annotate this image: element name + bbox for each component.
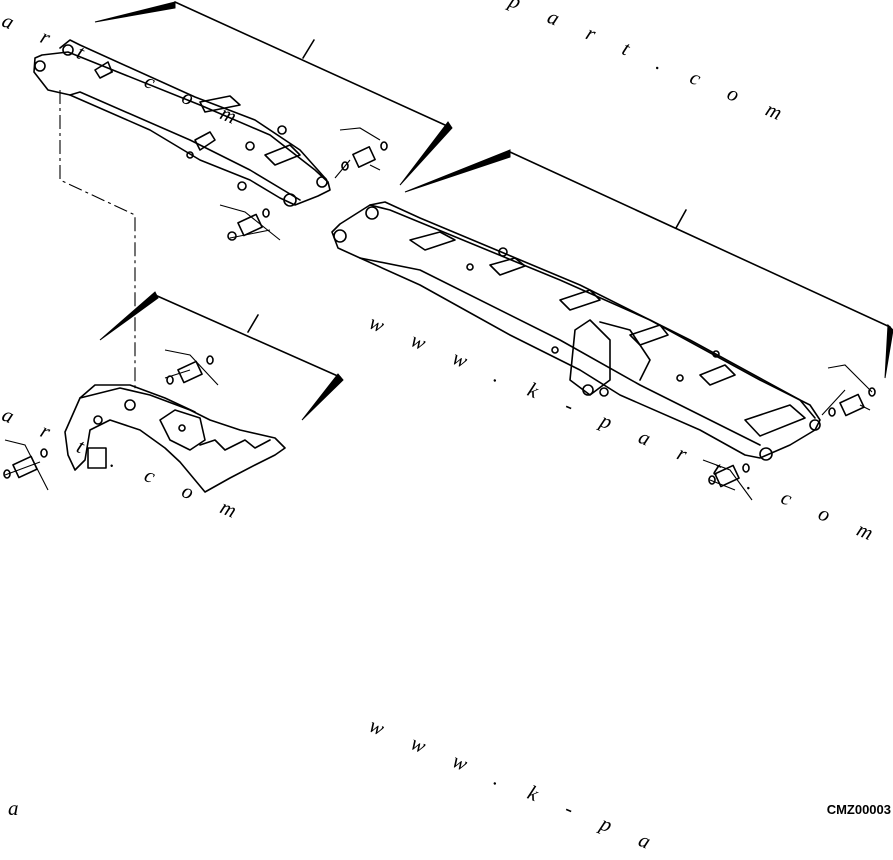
leader-arrow-right bbox=[884, 323, 893, 379]
pin-set-b bbox=[219, 204, 281, 241]
leader-arrow-left bbox=[94, 1, 176, 23]
leader-arrow-left bbox=[99, 291, 159, 341]
pin-set-f bbox=[3, 439, 49, 491]
bracket-lower-left bbox=[3, 291, 344, 493]
pin-set-d bbox=[702, 459, 753, 501]
pin-set-e bbox=[164, 349, 219, 386]
leader-arrow-right bbox=[301, 373, 344, 421]
arm-right bbox=[331, 149, 893, 501]
arm-upper-left bbox=[33, 1, 453, 241]
watermark-6: a bbox=[8, 796, 32, 820]
connection-line bbox=[59, 90, 136, 390]
leader-arrow-left bbox=[404, 149, 511, 193]
leader-arrow-right bbox=[399, 121, 453, 186]
diagram-artwork bbox=[3, 1, 893, 501]
pin-set-a bbox=[334, 127, 388, 179]
drawing-code: CMZ00003 bbox=[826, 802, 891, 817]
pin-set-c bbox=[821, 364, 876, 417]
